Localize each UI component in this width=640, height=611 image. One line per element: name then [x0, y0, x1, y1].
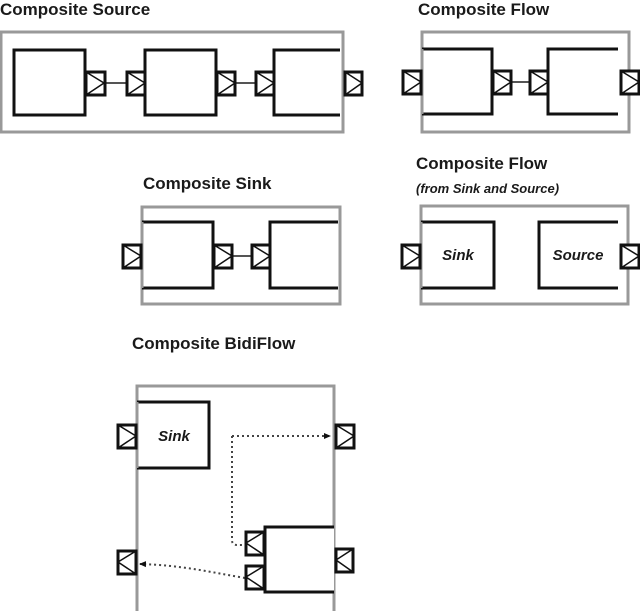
inner-outlet-port-left-icon	[244, 530, 266, 557]
subtitle-from-sink-and-source: (from Sink and Source)	[416, 181, 560, 196]
sink-label: Sink	[442, 247, 474, 264]
outlet-port-icon	[215, 70, 237, 97]
outlet-port-icon	[491, 69, 513, 96]
sink-label: Sink	[158, 428, 190, 445]
module-box	[263, 525, 334, 594]
sink-box	[421, 220, 496, 290]
title-composite-flow: Composite Flow	[418, 0, 550, 19]
inlet-port-icon	[254, 70, 276, 97]
inlet-port-left-icon	[334, 547, 355, 574]
outlet-port-icon	[84, 70, 107, 97]
composite-bidiflow-outline	[135, 384, 336, 611]
source-label: Source	[553, 247, 604, 264]
outlet-port-icon	[619, 69, 640, 96]
dotted-route-up	[230, 435, 245, 546]
sink-box	[137, 400, 211, 470]
module-box	[268, 220, 338, 290]
inlet-port-icon	[121, 243, 143, 270]
module-box	[143, 48, 218, 117]
outlet-port-icon	[334, 423, 356, 450]
dotted-arrow-to-left-outlet	[139, 561, 246, 579]
inlet-port-icon	[125, 70, 147, 97]
outlet-port-icon	[619, 243, 640, 270]
composite-bidiflow-group: Sink	[116, 384, 356, 611]
inlet-port-icon	[400, 243, 422, 270]
inlet-port-icon	[401, 69, 423, 96]
module-box	[272, 48, 340, 117]
module-box	[12, 48, 87, 117]
inlet-port-icon	[250, 243, 272, 270]
module-box	[546, 47, 618, 116]
inlet-port-icon	[116, 423, 138, 450]
module-box	[142, 220, 215, 290]
outlet-port-icon	[212, 243, 234, 270]
title-composite-sink: Composite Sink	[143, 174, 272, 193]
title-composite-bidiflow: Composite BidiFlow	[132, 334, 296, 353]
outlet-port-left-icon	[116, 549, 138, 576]
outlet-port-icon	[343, 70, 364, 97]
title-composite-source: Composite Source	[0, 0, 151, 19]
composite-source-group	[0, 30, 364, 134]
title-composite-flow-2: Composite Flow	[416, 154, 548, 173]
inlet-port-icon	[528, 69, 550, 96]
module-box	[422, 47, 494, 116]
inner-outlet-port-left-icon	[244, 564, 266, 591]
composite-flow-group	[401, 30, 640, 134]
composite-flow-sink-source-group: Sink Source	[400, 204, 640, 306]
composite-source-outline	[0, 30, 345, 134]
source-box	[537, 220, 618, 290]
composite-sink-group	[121, 205, 342, 306]
